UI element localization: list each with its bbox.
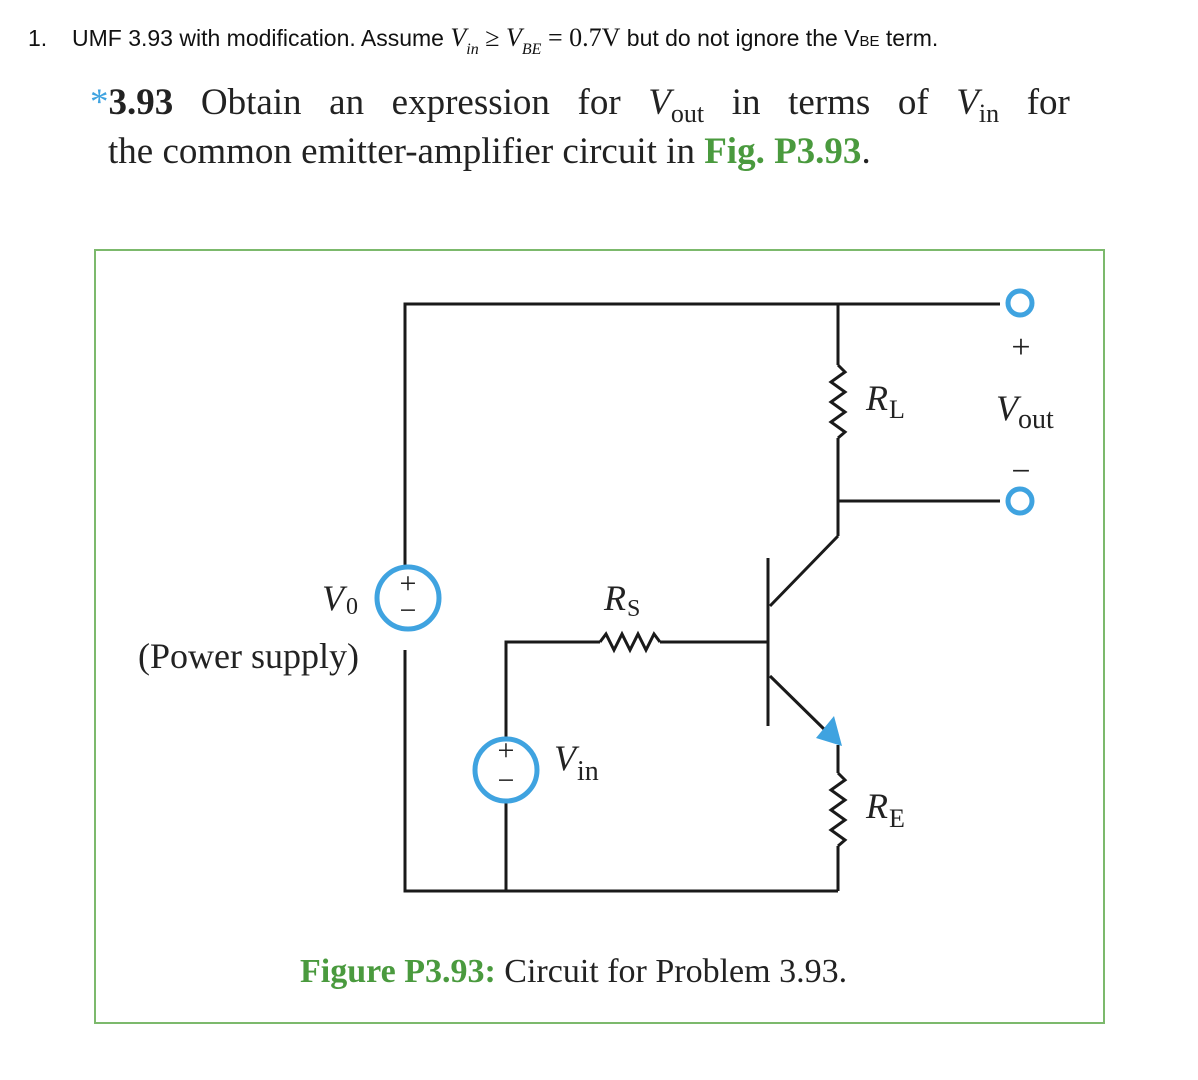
figure-reference: Fig. P3.93 xyxy=(704,131,862,172)
problem-number: 3.93 xyxy=(108,82,174,123)
label-v0: V xyxy=(322,578,348,618)
caption-rest: Circuit for Problem 3.93. xyxy=(496,953,847,990)
wire-top xyxy=(403,302,1000,572)
problem-statement: *3.93 Obtain an expression for Vout in t… xyxy=(90,80,1070,175)
wire-vin-top xyxy=(504,640,600,740)
label-rl: R xyxy=(865,378,888,418)
vout-plus-sign: + xyxy=(1011,329,1030,366)
label-vout-sub: out xyxy=(1018,404,1054,435)
label-rs: R xyxy=(603,578,626,618)
label-re: R xyxy=(865,786,888,826)
label-vin-sub: in xyxy=(577,756,599,787)
problem-line-1: *3.93 Obtain an expression for Vout in t… xyxy=(90,82,1070,128)
label-vin: V xyxy=(554,738,580,778)
label-vout: V xyxy=(996,388,1022,428)
vin-source-icon xyxy=(472,736,540,804)
problem-line-2: the common emitter-amplifier circuit in … xyxy=(108,131,871,172)
condition-math: Vin ≥ VBE = 0.7V xyxy=(450,23,621,58)
label-rs-sub: S xyxy=(627,596,640,622)
figure-caption: Figure P3.93: Circuit for Problem 3.93. xyxy=(300,953,847,990)
caption-bold: Figure P3.93: xyxy=(300,953,496,990)
vout-plus-terminal-icon xyxy=(1005,288,1035,318)
vin-plus: + xyxy=(498,734,515,767)
label-power-supply: (Power supply) xyxy=(138,636,359,676)
question-text-after: but do not ignore the V xyxy=(626,25,860,51)
label-rl-sub: L xyxy=(889,395,905,424)
transistor-emitter xyxy=(768,674,829,734)
emitter-arrow xyxy=(816,716,842,746)
v0-minus: − xyxy=(400,594,417,627)
label-re-sub: E xyxy=(889,804,905,833)
wire-left-bottom xyxy=(403,650,838,893)
question-number: 1. xyxy=(28,25,48,51)
question-line: 1. UMF 3.93 with modification. Assume Vin… xyxy=(28,18,938,62)
transistor-collector xyxy=(768,534,840,608)
vout-minus-sign: − xyxy=(1011,453,1030,490)
vin-minus: − xyxy=(498,764,515,797)
circuit-wires xyxy=(403,302,1000,893)
resistor-rs xyxy=(598,630,662,654)
label-v0-sub: 0 xyxy=(346,594,358,620)
figure-box xyxy=(94,249,1105,1024)
resistor-rl xyxy=(828,363,848,440)
resistor-re xyxy=(828,771,848,848)
vout-minus-terminal-icon xyxy=(1005,486,1035,516)
question-text: UMF 3.93 with modification. Assume xyxy=(72,25,444,51)
v0-plus: + xyxy=(400,567,417,600)
power-supply-source-icon xyxy=(374,564,442,632)
